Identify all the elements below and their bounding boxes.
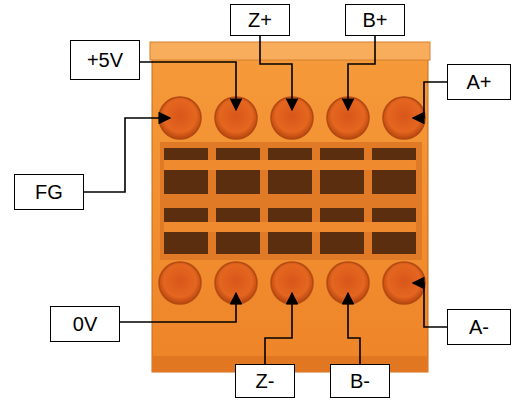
pin-label-box: +5V bbox=[70, 40, 140, 80]
signal-name: A- bbox=[469, 316, 489, 338]
pin-label-box: B- bbox=[330, 364, 390, 398]
signal-name: Z- bbox=[256, 370, 275, 392]
pin-label-box: Z- bbox=[235, 364, 295, 398]
signal-name: +5V bbox=[87, 49, 123, 71]
pin-holes bbox=[159, 97, 425, 304]
pin-label-box: A+ bbox=[447, 64, 511, 100]
pin-label-box: FG bbox=[14, 174, 84, 210]
signal-name: B+ bbox=[362, 9, 387, 31]
pin-label-box: Z+ bbox=[230, 4, 290, 36]
signal-name: B- bbox=[350, 370, 370, 392]
pin-label-box: 0V bbox=[50, 306, 120, 342]
signal-name: FG bbox=[35, 181, 63, 203]
signal-name: Z+ bbox=[248, 9, 272, 31]
signal-name: 0V bbox=[73, 313, 97, 335]
leader-lines bbox=[84, 36, 447, 364]
pin-label-box: B+ bbox=[345, 4, 405, 36]
signal-name: A+ bbox=[466, 71, 491, 93]
wire-slots bbox=[160, 142, 422, 260]
pin-label-box: A- bbox=[447, 309, 511, 345]
